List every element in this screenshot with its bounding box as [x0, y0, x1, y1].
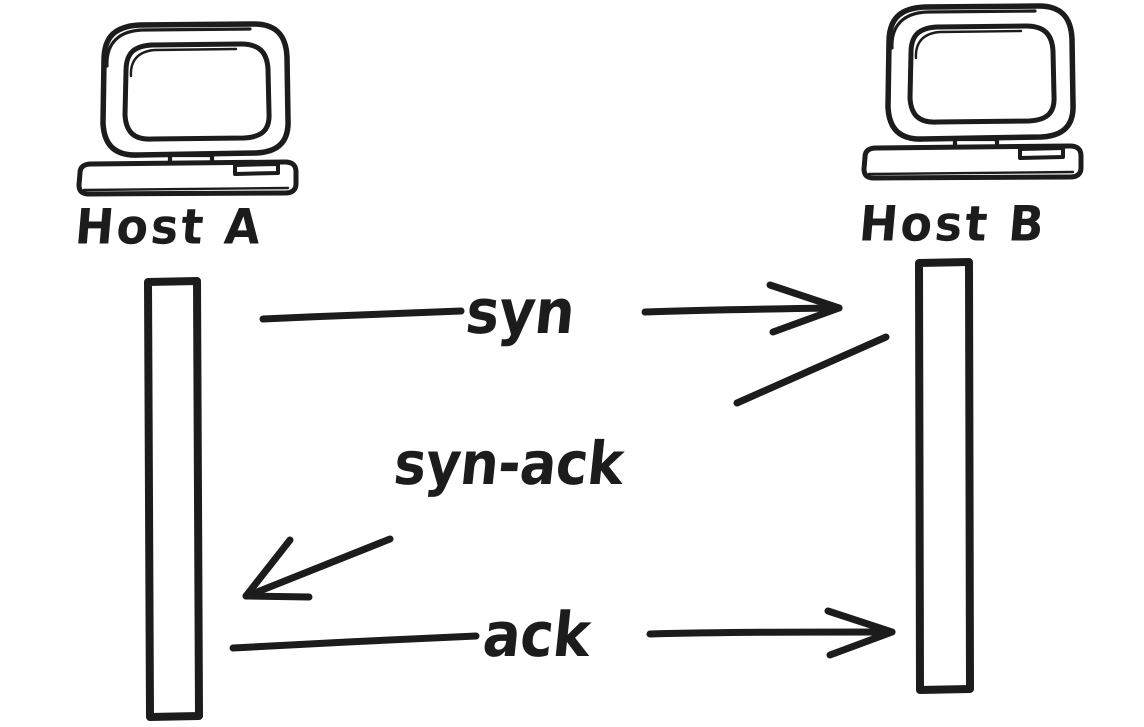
- host-a-lifeline-bar: [144, 277, 203, 721]
- syn-arrow: [259, 281, 843, 336]
- host-b-computer-icon: [861, 3, 1084, 181]
- syn-message-label: syn: [462, 277, 579, 349]
- ack-message-label: ack: [479, 600, 594, 672]
- syn-ack-arrow: [242, 333, 890, 601]
- host-a-computer-icon: [76, 21, 299, 197]
- host-a-label: Host A: [72, 198, 266, 256]
- host-b-lifeline-bar: [915, 258, 974, 694]
- ack-arrow: [229, 607, 896, 659]
- host-b-label: Host B: [856, 195, 1050, 253]
- syn-ack-message-label: syn-ack: [390, 429, 627, 499]
